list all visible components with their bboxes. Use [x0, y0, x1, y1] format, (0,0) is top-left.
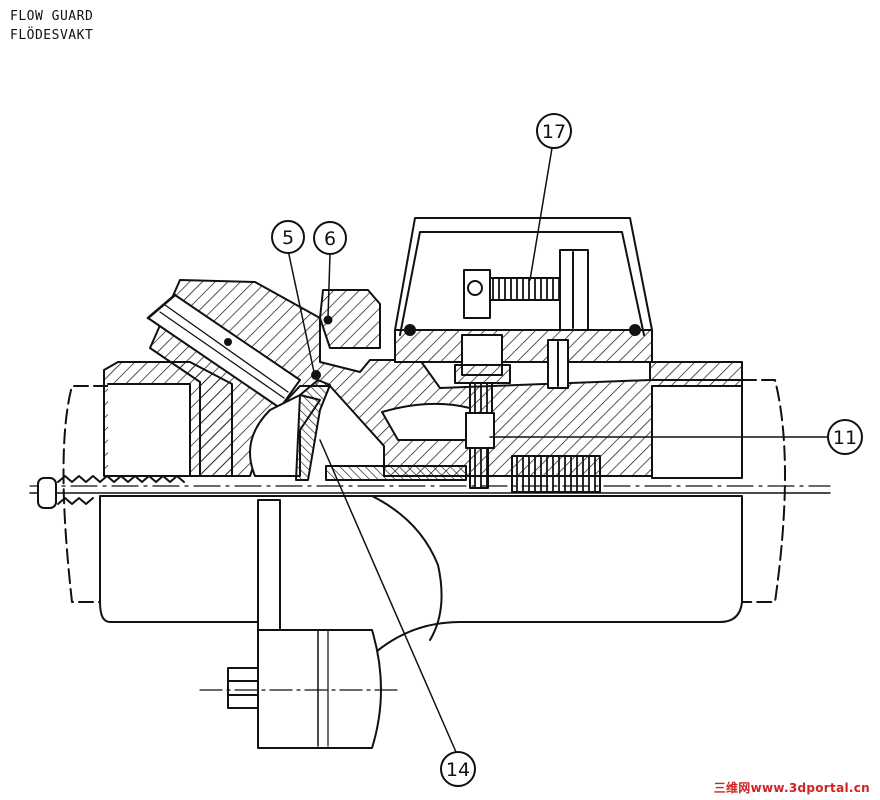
- callout-17: 17: [536, 113, 572, 149]
- right-pipe-outline: [741, 379, 786, 603]
- callout-17-label: 17: [542, 121, 566, 143]
- right-flange: [651, 385, 743, 479]
- callout-14-label: 14: [446, 759, 470, 781]
- leader-17: [529, 147, 553, 281]
- callout-14: 14: [440, 751, 476, 787]
- body-contour: [371, 495, 443, 641]
- callout-11: 11: [827, 419, 863, 455]
- drain-cap: [257, 629, 382, 749]
- title-swedish: FLÖDESVAKT: [10, 28, 94, 43]
- valve-body-lower: [99, 495, 743, 706]
- bottom-bolt-head: [227, 667, 259, 709]
- callout-5: 5: [271, 220, 305, 254]
- paddle-plate: [325, 465, 467, 481]
- leader-14: [319, 439, 457, 753]
- callout-11-label: 11: [833, 427, 857, 449]
- callout-6-label: 6: [324, 228, 336, 250]
- callout-5-label: 5: [282, 227, 294, 249]
- callout-6: 6: [313, 221, 347, 255]
- leader-6: [327, 253, 331, 319]
- title-english: FLOW GUARD: [10, 9, 94, 24]
- seal-point-5: [311, 370, 321, 380]
- left-spring-assembly: [37, 475, 185, 509]
- vane-element: [295, 379, 331, 481]
- left-pipe-outline: [62, 385, 109, 603]
- leader-5: [287, 249, 315, 373]
- watermark-text: 三维网www.3dportal.cn: [713, 781, 870, 795]
